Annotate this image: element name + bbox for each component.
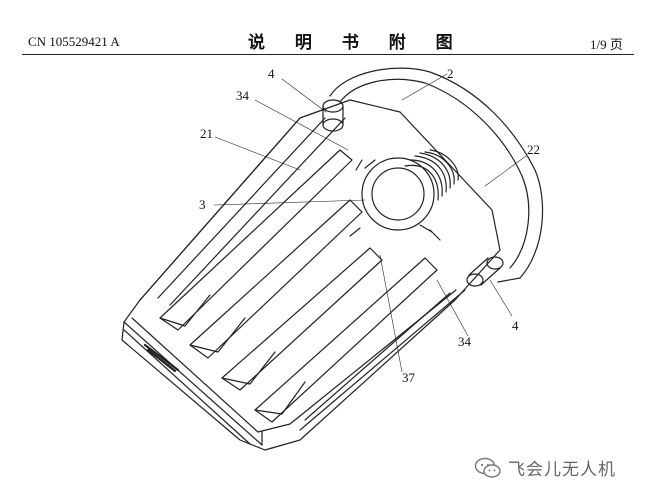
deck-edges — [157, 117, 466, 431]
ref-34-bottom: 34 — [458, 334, 471, 349]
publication-number: CN 105529421 A — [28, 34, 120, 49]
ref-3: 3 — [199, 197, 206, 212]
page-title: 说 明 书 附 图 — [248, 33, 465, 53]
mounting-pegs — [322, 99, 504, 287]
page-header: CN 105529421 A 说 明 书 附 图 1/9 页 — [0, 0, 669, 60]
main-body — [121, 99, 501, 451]
wechat-icon — [474, 457, 501, 478]
header-rule — [22, 54, 634, 55]
ref-4-bottom: 4 — [512, 318, 519, 333]
ref-21: 21 — [200, 126, 213, 141]
ref-22: 22 — [527, 142, 540, 157]
threaded-boss — [349, 149, 459, 241]
ref-34-top: 34 — [236, 88, 249, 103]
ref-2: 2 — [447, 66, 454, 81]
watermark-text: 飞会儿无人机 — [508, 460, 616, 480]
leader-lines — [213, 73, 527, 373]
vent-slots — [159, 149, 438, 423]
rear-cap — [329, 67, 544, 283]
watermark: 飞会儿无人机 — [474, 455, 616, 480]
ref-37: 37 — [402, 370, 415, 385]
page-number: 1/9 页 — [590, 37, 623, 52]
ref-4-top: 4 — [268, 66, 275, 81]
